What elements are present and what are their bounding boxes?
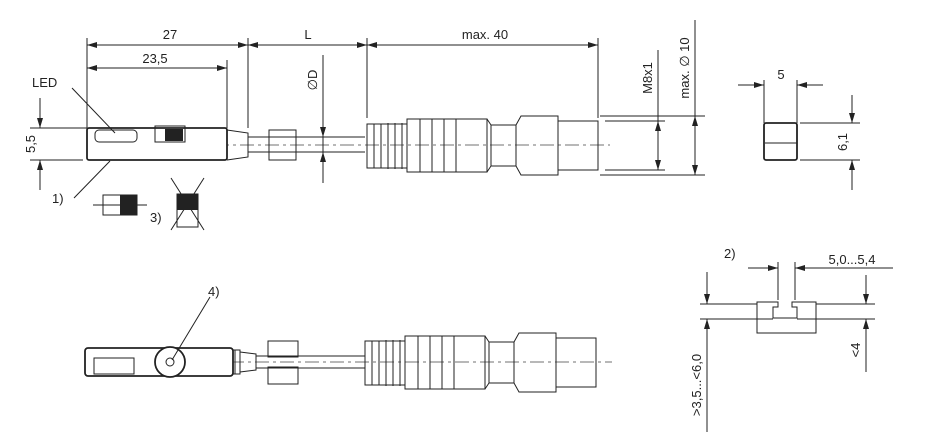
note-4-label: 4) <box>208 284 220 299</box>
dim-thread: M8x1 <box>640 62 655 94</box>
dim-slot-width: 5,0...5,4 <box>829 252 876 267</box>
note-3-label: 3) <box>150 210 162 225</box>
dim-slot-height: >3,5...<6,0 <box>689 354 704 416</box>
dim-diameter-D: ∅D <box>305 70 320 91</box>
dim-max-40: max. 40 <box>462 27 508 42</box>
led-label: LED <box>32 75 57 90</box>
dim-5-5: 5,5 <box>23 135 38 153</box>
slot-profile: 2) 5,0...5,4 <4 >3,5...<6,0 <box>689 246 893 432</box>
note-1-label: 1) <box>52 191 64 206</box>
dim-23-5: 23,5 <box>142 51 167 66</box>
dim-slot-depth: <4 <box>848 343 863 358</box>
sensor-top-view: 27 23,5 L max. 40 ∅D M8x1 max. ∅ 10 5,5 … <box>23 20 705 206</box>
dim-max-diameter-10: max. ∅ 10 <box>677 37 692 98</box>
sensor-bottom-view: 4) <box>84 284 612 393</box>
connector-grip <box>366 115 599 176</box>
dim-27: 27 <box>163 27 177 42</box>
sensor-end-view: 5 6,1 <box>738 67 860 190</box>
mounting-symbols: 3) <box>93 177 205 231</box>
dim-6-1: 6,1 <box>835 133 850 151</box>
dim-L: L <box>304 27 311 42</box>
note-2-label: 2) <box>724 246 736 261</box>
dim-5: 5 <box>777 67 784 82</box>
